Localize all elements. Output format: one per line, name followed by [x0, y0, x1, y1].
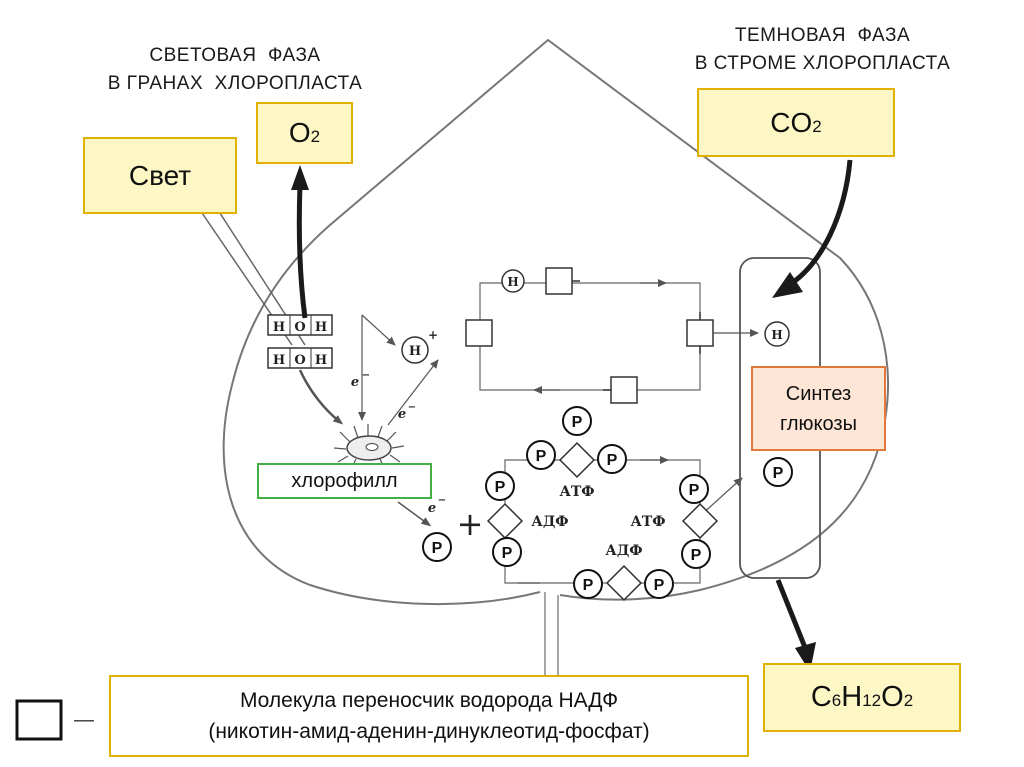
atp-diamond [558, 441, 596, 479]
co2-box: CO2 [697, 88, 895, 157]
electron-path [387, 359, 439, 426]
phosphate: P [422, 532, 452, 562]
oxygen-arrow-head [291, 165, 309, 190]
nadp-square [465, 319, 493, 347]
hydrogen-circle [501, 269, 525, 293]
glucose-synthesis-box: Синтез глюкозы [751, 366, 886, 451]
adp-label: АДФ [531, 514, 568, 530]
electron-label: e [398, 407, 406, 422]
chlorophyll-electron-arrow [397, 501, 432, 527]
phosphate: P [573, 569, 603, 599]
atp-cycle-arrow [699, 477, 743, 517]
nadp-square [545, 267, 573, 295]
water-atom: H [273, 353, 285, 368]
plus-sign: + [457, 505, 484, 543]
oxygen-formula: O2 [288, 117, 321, 148]
svg-text:P: P [536, 448, 547, 465]
glucose-synthesis-line: Синтез [785, 382, 852, 405]
phosphate: P [681, 539, 711, 569]
hydrogen-label: H [507, 275, 518, 289]
electron-label: e [351, 375, 359, 390]
light-box: Свет [83, 137, 237, 214]
svg-text:P: P [583, 577, 594, 594]
svg-text:P: P [607, 452, 618, 469]
water-atom: H [315, 353, 327, 368]
oxygen-arrow [296, 184, 308, 319]
legend-line: Молекула переносчик водорода НАДФ [239, 689, 619, 712]
heading-line: В ГРАНАХ ХЛОРОПЛАСТА [107, 73, 363, 94]
water-atom: H [273, 320, 285, 335]
heading-line: СВЕТОВАЯ ФАЗА [149, 45, 321, 66]
glucose-synthesis-line: глюкозы [780, 412, 857, 435]
legend-line: (никотин-амид-аденин-динуклеотид-фосфат) [208, 720, 650, 743]
chlorophyll-molecule [333, 424, 405, 469]
svg-text:P: P [773, 465, 784, 482]
hydrogen-label: H [771, 328, 782, 342]
dark-phase-heading: ТЕМНОВАЯ ФАЗА В СТРОМЕ ХЛОРОПЛАСТА [660, 22, 985, 78]
hydrogen-ion-plus: + [428, 328, 438, 342]
co2-arrow [790, 159, 853, 286]
svg-text:P: P [495, 479, 506, 496]
adp-diamond [605, 564, 643, 602]
chlorophyll-label: хлорофилл [291, 469, 398, 492]
co2-arrow-head [772, 272, 803, 298]
electron-charge: − [362, 370, 370, 381]
co2-formula: CO2 [770, 106, 822, 138]
phosphate: P [763, 457, 793, 487]
atp-label: АТФ [630, 514, 665, 530]
water-atom: H [315, 320, 327, 335]
hydrogen-ion-circle [401, 336, 429, 364]
phosphate: P [492, 537, 522, 567]
glucose-box: C6H12O2 [763, 663, 961, 732]
heading-line: ТЕМНОВАЯ ФАЗА [734, 25, 911, 46]
water-to-chlorophyll-arrow [298, 369, 344, 425]
atp-label: АТФ [559, 484, 594, 500]
adp-diamond [486, 502, 524, 540]
svg-text:P: P [691, 547, 702, 564]
water-atom: O [294, 353, 305, 368]
svg-text:P: P [572, 414, 583, 431]
chlorophyll-box: хлорофилл [257, 463, 432, 499]
nadp-square [610, 376, 638, 404]
oxygen-box: O2 [256, 102, 353, 164]
glucose-formula: C6H12O2 [810, 681, 914, 713]
nadp-legend-box: Молекула переносчик водорода НАДФ (никот… [109, 675, 749, 757]
adp-label: АДФ [605, 543, 642, 559]
electron-label: e [428, 501, 436, 516]
glucose-arrow [775, 579, 809, 651]
electron-charge: − [438, 495, 446, 506]
electron-path [361, 314, 396, 346]
atp-diamond [681, 502, 719, 540]
heading-line: В СТРОМЕ ХЛОРОПЛАСТА [694, 53, 951, 74]
water-atom: O [294, 320, 305, 335]
water-molecules: H O H H O H [267, 314, 333, 369]
phosphate: P [644, 569, 674, 599]
light-phase-heading: СВЕТОВАЯ ФАЗА В ГРАНАХ ХЛОРОПЛАСТА [80, 42, 390, 98]
phosphate: P [526, 440, 556, 470]
svg-text:P: P [432, 540, 443, 557]
electron-charge: − [408, 402, 416, 413]
hydrogen-ion-label: H [409, 344, 421, 359]
light-label: Свет [128, 159, 192, 191]
phosphate: P [562, 406, 592, 436]
svg-text:P: P [654, 577, 665, 594]
nadp-legend-square [15, 699, 63, 741]
svg-text:P: P [689, 482, 700, 499]
svg-text:P: P [502, 545, 513, 562]
legend-dash: — [74, 709, 94, 731]
nadp-cycle [479, 282, 701, 391]
hydrogen-circle [764, 321, 790, 347]
phosphate: P [679, 474, 709, 504]
phosphate: P [597, 444, 627, 474]
nadp-square [686, 319, 714, 347]
phosphate: P [485, 471, 515, 501]
